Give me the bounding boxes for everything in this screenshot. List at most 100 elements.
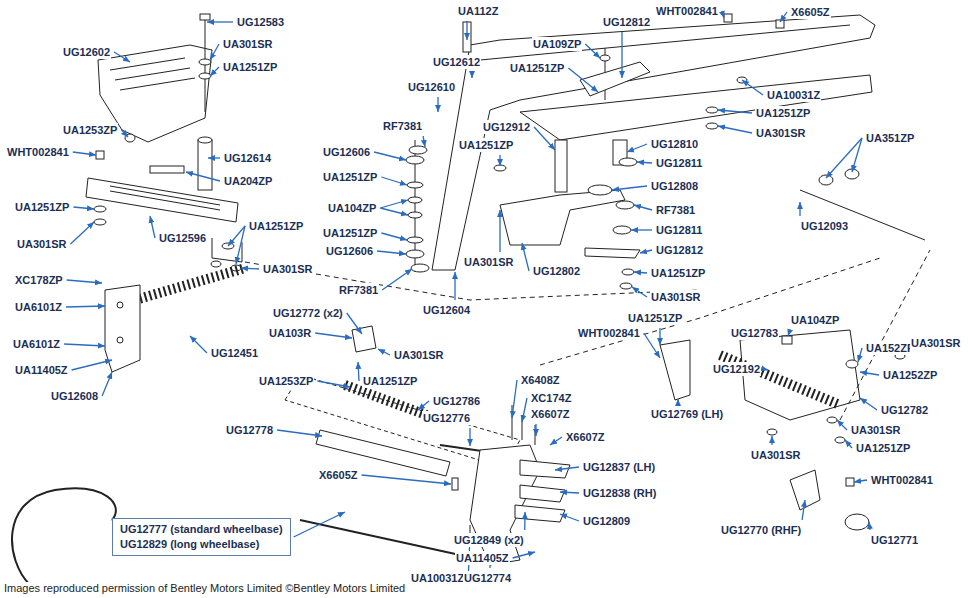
- callout-number: UG12596: [158, 231, 207, 245]
- leader-line: [852, 138, 862, 172]
- callout-number: UG12810: [650, 137, 699, 151]
- leader-line: [568, 68, 598, 92]
- callout-number: UG12583: [236, 15, 285, 29]
- leader-line: [869, 522, 870, 530]
- leader-line: [294, 512, 345, 537]
- leader-line: [555, 467, 579, 470]
- leader-line: [722, 11, 724, 18]
- leader-line: [522, 398, 527, 422]
- callout-number: UA1251ZP: [458, 138, 514, 152]
- callout-number: UG12606: [325, 244, 374, 258]
- leader-line: [860, 398, 877, 410]
- leader-line: [466, 21, 467, 40]
- callout-number: UA6101Z: [12, 337, 61, 351]
- callout-number: UA351ZP: [865, 131, 915, 145]
- image-credit: Images reproduced permission of Bentley …: [4, 582, 405, 594]
- leader-line: [73, 207, 94, 209]
- callout-number: UG12809: [582, 514, 631, 528]
- leader-line: [64, 344, 105, 346]
- leader-line: [621, 32, 622, 78]
- leader-line: [535, 424, 536, 436]
- callout-number: UG12808: [650, 179, 699, 193]
- leader-line: [837, 420, 847, 430]
- leader-line: [207, 21, 233, 22]
- leader-line: [277, 430, 322, 436]
- callout-number: UA1251ZP: [755, 106, 811, 120]
- leader-line: [802, 500, 805, 520]
- leader-line: [677, 399, 678, 404]
- leader-line: [640, 250, 652, 253]
- callout-number: UA1253ZP: [62, 123, 118, 137]
- callout-number: UG12837 (LH): [582, 460, 656, 474]
- leader-line: [631, 229, 652, 230]
- callout-number: UA301SR: [393, 348, 445, 362]
- leader-line: [71, 222, 94, 244]
- leader-line: [858, 348, 862, 362]
- callout-number: UA104ZP: [790, 313, 840, 327]
- callout-number: UA1251ZP: [222, 60, 278, 74]
- callout-number: UA301SR: [750, 448, 802, 462]
- leader-line: [418, 401, 429, 410]
- leader-line: [585, 44, 600, 58]
- callout-number: WHT002841: [870, 473, 934, 487]
- callout-number: UG12769 (LH): [650, 407, 724, 421]
- callout-number: X6607Z: [565, 430, 606, 444]
- leader-line: [377, 251, 406, 254]
- leader-line: [454, 272, 455, 300]
- callout-number: UA1253ZP: [258, 374, 314, 388]
- leader-line: [210, 44, 219, 60]
- callout-number: UG12849 (x2): [453, 533, 525, 547]
- callout-number: UG12604: [422, 303, 471, 317]
- callout-number: UA109ZP: [532, 37, 582, 51]
- leader-line: [788, 330, 790, 336]
- leader-line: [560, 492, 579, 493]
- leader-line: [210, 67, 219, 76]
- callout-number: UG12783: [730, 326, 779, 340]
- callout-number: UG12608: [50, 389, 99, 403]
- leader-line: [522, 243, 529, 271]
- callout-number: UG12812: [602, 15, 651, 29]
- leader-line: [612, 186, 647, 190]
- callout-number: UG12802: [532, 264, 581, 278]
- leader-line: [150, 216, 155, 238]
- leader-line: [67, 280, 102, 283]
- leader-line: [560, 514, 579, 521]
- callout-number: UG12776: [422, 411, 471, 425]
- leader-line: [845, 440, 852, 448]
- leader-line: [771, 436, 772, 445]
- callout-number: UA204ZP: [223, 174, 273, 188]
- leader-line: [381, 177, 407, 185]
- leader-line: [718, 110, 752, 113]
- leader-line: [378, 349, 390, 355]
- callout-number: UA112Z: [457, 4, 499, 18]
- callout-number: RF7381: [655, 203, 696, 217]
- part-number-box: UG12777 (standard wheelbase)UG12829 (lon…: [112, 518, 291, 556]
- leader-line: [72, 360, 112, 370]
- callout-number: UG12606: [322, 145, 371, 159]
- leader-line: [469, 428, 470, 446]
- leader-line: [742, 80, 763, 95]
- leader-line: [381, 233, 407, 240]
- callout-number: UA10031Z: [766, 88, 821, 102]
- leader-line: [524, 512, 526, 530]
- leader-line: [634, 205, 652, 210]
- leader-line: [66, 306, 105, 307]
- callout-number: UA104ZP: [327, 201, 377, 215]
- callout-number: UA1251ZP: [248, 219, 304, 233]
- leader-line: [380, 200, 408, 208]
- leader-line: [826, 138, 862, 178]
- callout-number: UA301SR: [16, 237, 68, 251]
- callout-number: UA1251ZP: [650, 266, 706, 280]
- leader-line: [860, 372, 879, 375]
- callout-number: UG12786: [432, 394, 481, 408]
- leader-line: [102, 372, 112, 396]
- callout-number: UA1251ZP: [322, 170, 378, 184]
- leader-line: [437, 97, 438, 112]
- leader-line: [499, 155, 500, 166]
- callout-number: UG12811: [655, 223, 703, 237]
- callout-number: RF7381: [382, 119, 423, 133]
- leader-line: [659, 328, 660, 345]
- callout-number: X6408Z: [520, 373, 561, 387]
- callout-number: UG12782: [880, 403, 929, 417]
